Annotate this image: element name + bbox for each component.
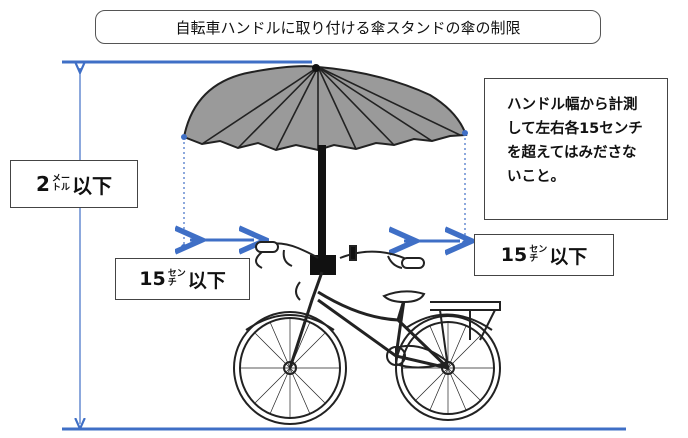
left-limit-unit-bottom: チ bbox=[167, 278, 177, 288]
right-width-limit-label: 15 セン チ 以下 bbox=[474, 234, 614, 276]
left-limit-suffix: 以下 bbox=[187, 269, 226, 292]
right-limit-unit-bottom: チ bbox=[529, 254, 539, 264]
height-limit-number: 2 bbox=[36, 172, 50, 196]
right-limit-number: 15 bbox=[500, 244, 528, 266]
diagram-title: 自転車ハンドルに取り付ける傘スタンドの傘の制限 bbox=[95, 10, 601, 44]
height-limit-label: 2 メー トル 以下 bbox=[10, 160, 138, 208]
right-limit-unit: セン チ bbox=[529, 246, 547, 264]
right-limit-unit-top: セン bbox=[529, 245, 548, 255]
height-limit-suffix: 以下 bbox=[71, 173, 112, 198]
note-line: して左右各15センチ bbox=[507, 121, 643, 137]
note-line: を超えてはみださな bbox=[507, 145, 637, 161]
height-limit-unit-bottom: トル bbox=[51, 183, 70, 193]
left-limit-number: 15 bbox=[139, 268, 166, 290]
measurement-note: ハンドル幅から計測 して左右各15センチ を超えてはみださな いこと。 bbox=[484, 78, 668, 220]
left-width-limit-label: 15 セン チ 以下 bbox=[115, 258, 250, 300]
note-line: いこと。 bbox=[507, 169, 565, 185]
left-limit-unit: セン チ bbox=[168, 270, 186, 288]
umbrella-canopy bbox=[182, 64, 468, 152]
umbrella-stand-clamp bbox=[310, 255, 336, 275]
note-line: ハンドル幅から計測 bbox=[507, 97, 638, 113]
diagram-title-text: 自転車ハンドルに取り付ける傘スタンドの傘の制限 bbox=[175, 18, 521, 37]
umbrella-pole bbox=[318, 145, 326, 260]
bicycle bbox=[233, 241, 501, 425]
left-limit-unit-top: セン bbox=[167, 269, 186, 279]
height-limit-unit-top: メー bbox=[51, 174, 70, 184]
height-limit-unit: メー トル bbox=[52, 175, 70, 193]
right-limit-suffix: 以下 bbox=[549, 245, 588, 268]
